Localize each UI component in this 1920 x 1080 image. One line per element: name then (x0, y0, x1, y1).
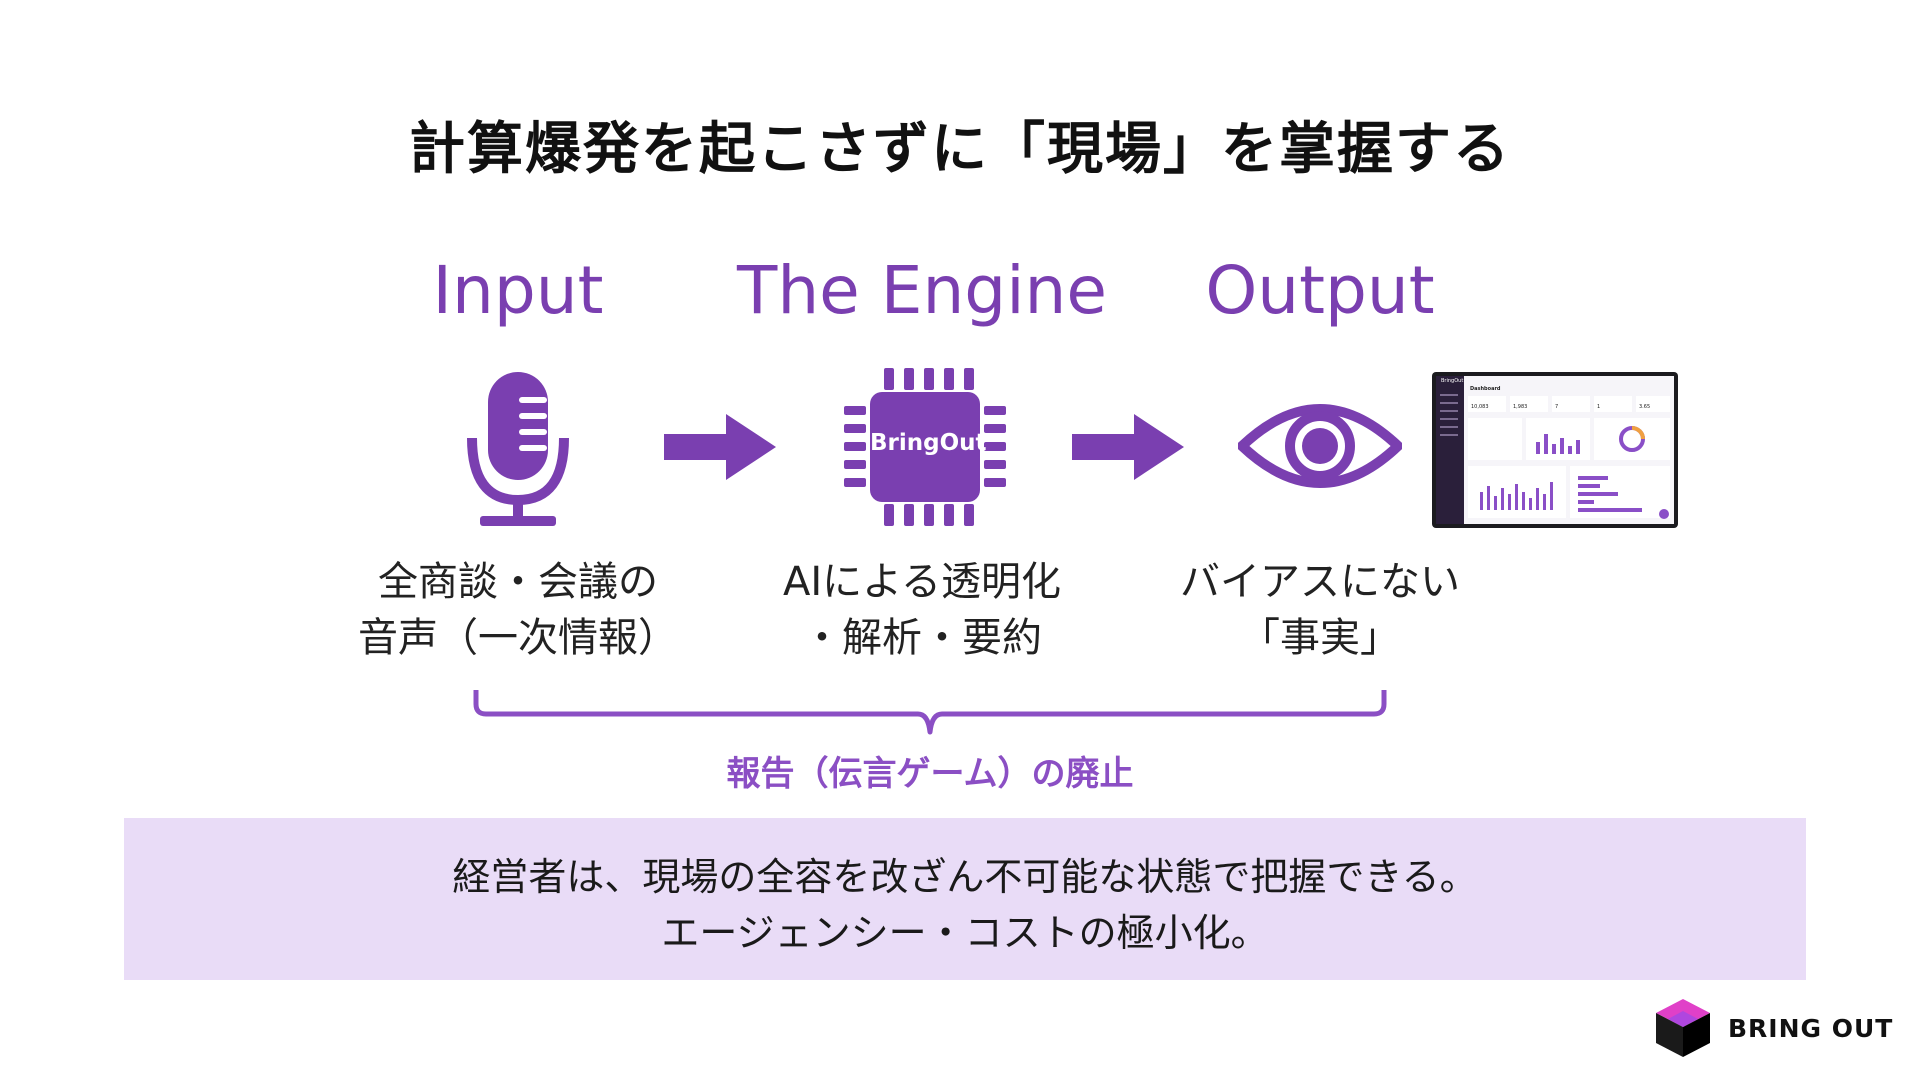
dashboard-stat: 1,983 (1513, 404, 1528, 410)
dashboard-logo: BringOut (1441, 378, 1464, 384)
arrow-right-icon (664, 414, 776, 484)
caption-line: バイアスにない (1180, 559, 1460, 605)
microphone-icon (466, 370, 570, 532)
dashboard-stat: 7 (1555, 404, 1559, 410)
eye-icon (1234, 398, 1406, 498)
summary-line-1: 経営者は、現場の全容を改ざん不可能な状態で把握できる。 (452, 855, 1478, 899)
chip-icon (842, 364, 1008, 534)
output-heading: Output (1205, 252, 1435, 329)
dashboard-screenshot (1432, 372, 1678, 532)
chip-label: BringOut (870, 430, 987, 456)
caption-line: ・解析・要約 (802, 615, 1042, 661)
caption-line: 「事実」 (1240, 615, 1400, 661)
cube-logo-icon (1656, 999, 1710, 1057)
input-heading: Input (432, 252, 604, 329)
caption-line: AIによる透明化 (783, 559, 1061, 605)
brand-name: BRING OUT (1728, 1013, 1894, 1043)
page-title: 計算爆発を起こさずに「現場」を掌握する (409, 117, 1511, 182)
engine-caption: AIによる透明化 ・解析・要約 (712, 554, 1132, 666)
brand-logo: BRING OUT (1654, 996, 1893, 1060)
caption-line: 音声（一次情報） (358, 615, 678, 661)
dashboard-stat: 3.65 (1639, 404, 1651, 410)
curly-bracket (470, 688, 1390, 748)
arrow-right-icon (1072, 414, 1184, 484)
input-caption: 全商談・会議の 音声（一次情報） (308, 554, 728, 666)
summary-line-2: エージェンシー・コストの極小化。 (661, 911, 1269, 955)
engine-heading: The Engine (737, 252, 1107, 329)
bracket-label: 報告（伝言ゲーム）の廃止 (726, 754, 1134, 794)
dashboard-title: Dashboard (1470, 386, 1501, 392)
output-caption: バイアスにない 「事実」 (1110, 554, 1530, 666)
caption-line: 全商談・会議の (378, 559, 658, 605)
dashboard-stat: 1 (1597, 404, 1601, 410)
dashboard-stat: 10,083 (1471, 404, 1489, 410)
summary-box: 経営者は、現場の全容を改ざん不可能な状態で把握できる。 エージェンシー・コストの… (124, 818, 1806, 980)
